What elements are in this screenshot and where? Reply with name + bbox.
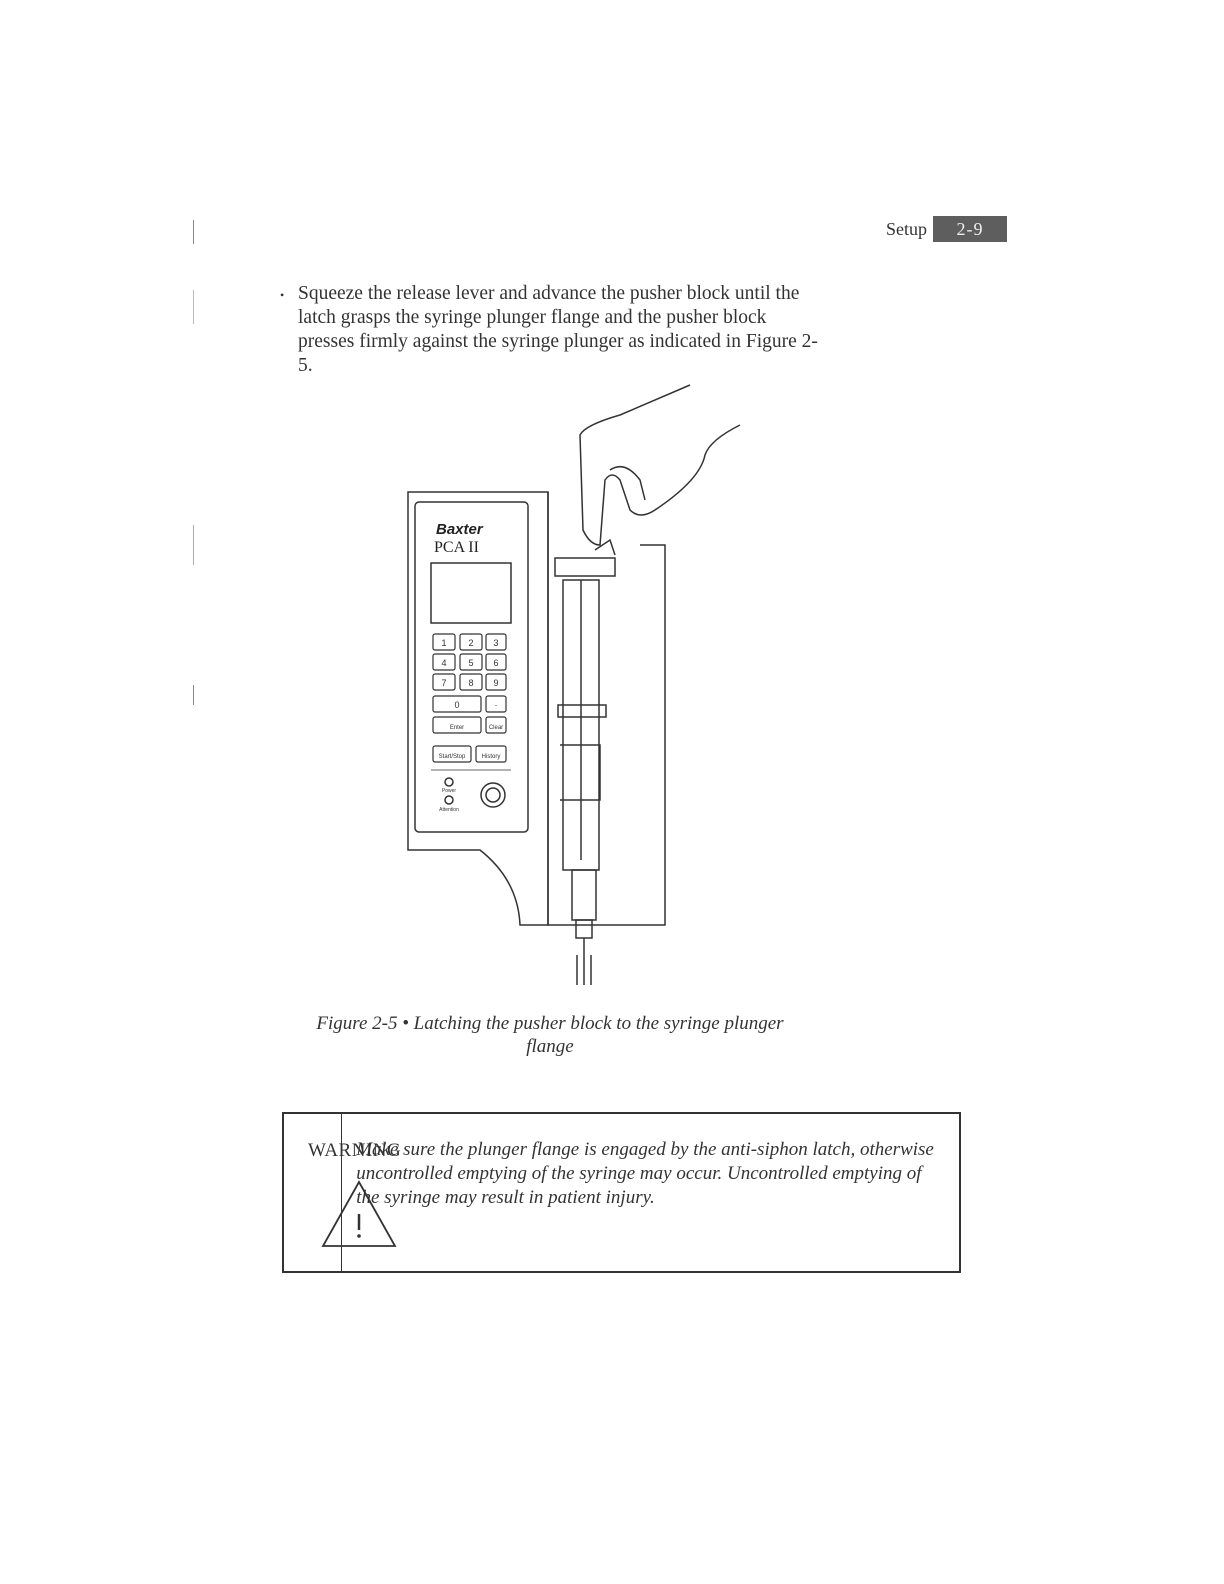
warning-triangle-icon bbox=[321, 1180, 397, 1247]
key-label: Start/Stop bbox=[439, 754, 466, 760]
key-label: History bbox=[482, 754, 501, 760]
warning-label: WARNING bbox=[308, 1140, 402, 1161]
key-9 bbox=[485, 673, 507, 691]
key-label: Enter bbox=[450, 725, 464, 731]
key-label: 3 bbox=[493, 638, 498, 648]
keypad bbox=[432, 633, 507, 763]
warning-label-cell: WARNING bbox=[284, 1114, 401, 1271]
key-enter bbox=[432, 716, 482, 734]
key-1 bbox=[432, 633, 456, 651]
key-5 bbox=[459, 653, 483, 671]
pump-illustration: 1 2 3 4 5 6 7 8 9 0 · Enter Clear Start/… bbox=[407, 384, 741, 985]
key-clear bbox=[485, 716, 507, 734]
key-label: · bbox=[495, 700, 498, 710]
key-4 bbox=[432, 653, 456, 671]
key-label: 0 bbox=[454, 700, 459, 710]
key-history bbox=[475, 745, 507, 763]
section-label: Setup bbox=[886, 218, 928, 239]
key-label: 8 bbox=[468, 678, 473, 688]
key-label: 4 bbox=[441, 658, 446, 668]
page-header: Setup 2-9 bbox=[886, 216, 1008, 242]
key-label: 7 bbox=[441, 678, 446, 688]
margin-mark bbox=[193, 290, 194, 324]
warning-text: Make sure the plunger flange is engaged … bbox=[356, 1139, 934, 1208]
figure-caption: Figure 2-5 • Latching the pusher block t… bbox=[316, 1013, 784, 1057]
pump-model: PCA II bbox=[434, 539, 479, 556]
page-number-badge: 2-9 bbox=[933, 216, 1008, 242]
instruction-bullet: • Squeeze the release lever and advance … bbox=[280, 282, 820, 378]
pump-brand: Baxter bbox=[436, 521, 483, 538]
key-label: 2 bbox=[468, 638, 473, 648]
pump-figure: 1 2 3 4 5 6 7 8 9 0 · Enter Clear Start/… bbox=[380, 380, 760, 990]
margin-mark bbox=[193, 220, 194, 244]
key-8 bbox=[459, 673, 483, 691]
key-3 bbox=[485, 633, 507, 651]
margin-mark bbox=[193, 525, 194, 565]
indicator-label: Power bbox=[442, 788, 457, 794]
key-label: 1 bbox=[441, 638, 446, 648]
key-label: 5 bbox=[468, 658, 473, 668]
key-7 bbox=[432, 673, 456, 691]
key-label: 6 bbox=[493, 658, 498, 668]
key-start-stop bbox=[432, 745, 472, 763]
key-label: Clear bbox=[489, 725, 503, 731]
indicator-label: Attention bbox=[439, 807, 459, 813]
warning-box: WARNING Make sure the plunger flange is … bbox=[282, 1112, 961, 1273]
key-dot bbox=[485, 695, 507, 713]
key-6 bbox=[485, 653, 507, 671]
key-label: 9 bbox=[493, 678, 498, 688]
key-2 bbox=[459, 633, 483, 651]
margin-mark bbox=[193, 685, 194, 705]
instruction-text: Squeeze the release lever and advance th… bbox=[298, 283, 818, 376]
key-0 bbox=[432, 695, 482, 713]
bullet-icon: • bbox=[280, 288, 285, 302]
